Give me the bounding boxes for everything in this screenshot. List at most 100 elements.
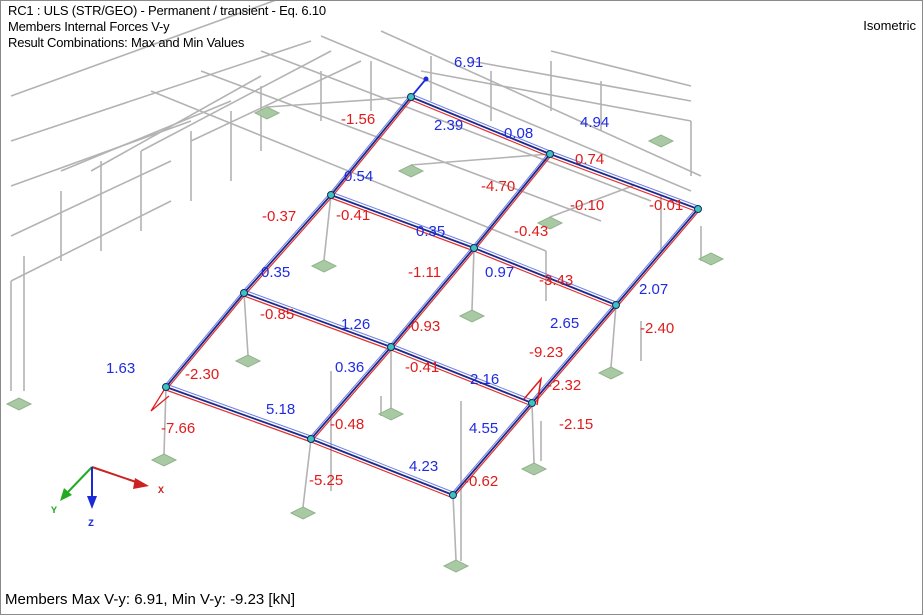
view-mode-label: Isometric	[863, 18, 916, 33]
force-value-label: 4.94	[580, 114, 609, 131]
x-axis-label: X	[158, 486, 164, 497]
force-value-label: -0.48	[330, 416, 364, 433]
support-pad	[397, 164, 425, 178]
ghost-member	[90, 75, 262, 172]
result-diagram-min	[410, 99, 551, 158]
ghost-member	[10, 160, 172, 237]
force-value-label: -4.70	[481, 178, 515, 195]
result-diagram-min	[310, 349, 392, 443]
supports-group	[5, 106, 725, 573]
ghost-member	[60, 100, 232, 172]
result-diagram-max	[165, 289, 245, 385]
support-pad	[253, 106, 281, 120]
force-value-label: 5.18	[266, 401, 295, 418]
support-pad	[310, 259, 338, 273]
result-diagram-min	[452, 405, 533, 499]
result-diagram-max	[310, 343, 392, 437]
node-marker	[307, 435, 315, 443]
force-value-label: -0.01	[649, 197, 683, 214]
force-value-label: -0.41	[405, 359, 439, 376]
result-diagram-min	[390, 250, 475, 351]
force-value-label: 2.16	[470, 371, 499, 388]
force-value-label: 4.55	[469, 420, 498, 437]
result-combination-title: Result Combinations: Max and Min Values	[8, 35, 245, 50]
ghost-member	[10, 1, 276, 97]
result-diagram-max	[243, 289, 392, 345]
force-value-label: 2.39	[434, 117, 463, 134]
result-diagram-max	[531, 301, 617, 401]
coordinate-axis-triad: X Y Z	[51, 466, 164, 530]
force-value-label: -0.93	[406, 318, 440, 335]
member-beam	[390, 346, 533, 404]
ghost-member	[190, 60, 362, 142]
result-diagram-min	[390, 349, 533, 407]
ghost-member	[200, 70, 602, 222]
ghost-member	[140, 50, 332, 152]
force-value-label: -2.40	[640, 320, 674, 337]
column	[452, 494, 457, 561]
force-value-label: 1.63	[106, 360, 135, 377]
column	[410, 153, 551, 166]
member-beam	[310, 346, 392, 440]
support-pad	[520, 462, 548, 476]
x-axis-arrow	[133, 478, 149, 489]
node-marker	[470, 244, 478, 252]
force-value-label: 2.07	[639, 281, 668, 298]
node-marker	[449, 491, 457, 499]
force-value-label: 6.91	[454, 54, 483, 71]
force-value-label: 0.35	[416, 223, 445, 240]
result-diagram-min	[549, 156, 699, 213]
force-value-label: -0.43	[514, 223, 548, 240]
force-value-label: -3.43	[539, 272, 573, 289]
support-pad	[234, 354, 262, 368]
force-value-label: -2.32	[547, 377, 581, 394]
ghost-member	[380, 30, 702, 177]
y-axis-line	[66, 466, 93, 494]
member-beam	[243, 292, 392, 348]
result-diagram-max	[473, 150, 551, 246]
member-beam	[390, 247, 475, 348]
result-diagram-min	[473, 156, 551, 252]
force-value-label: -0.37	[262, 208, 296, 225]
result-diagram-max	[310, 435, 454, 493]
support-pad	[377, 407, 405, 421]
result-diagram-min	[330, 99, 412, 199]
support-pad	[597, 366, 625, 380]
result-diagram-max	[390, 244, 475, 345]
result-diagram-max	[165, 383, 312, 437]
node-marker	[612, 301, 620, 309]
y-axis-arrow	[60, 488, 72, 501]
result-diagram-max	[549, 150, 699, 207]
column	[549, 184, 636, 218]
min-max-summary: Members Max V-y: 6.91, Min V-y: -9.23 [k…	[5, 591, 296, 608]
member-beam	[452, 402, 533, 496]
result-diagram-max	[410, 93, 551, 152]
ghost-member	[10, 40, 312, 142]
column	[471, 247, 475, 311]
node-marker	[387, 343, 395, 351]
node-marker	[162, 383, 170, 391]
result-diagram-max	[330, 93, 412, 193]
member-beam	[330, 194, 475, 249]
node-marker	[694, 205, 702, 213]
column	[302, 438, 312, 508]
result-diagram-max	[615, 205, 699, 303]
result-diagram-max	[473, 244, 617, 303]
force-value-label: 0.36	[335, 359, 364, 376]
nodes-group	[162, 93, 702, 499]
ghost-member	[320, 35, 692, 192]
x-axis-line	[91, 466, 140, 484]
member-beam	[615, 208, 699, 306]
force-value-label: 1.26	[341, 316, 370, 333]
column	[531, 402, 535, 464]
members-group	[150, 76, 699, 499]
result-type-title: Members Internal Forces V-y	[8, 19, 170, 34]
force-value-label: -0.08	[499, 125, 533, 142]
ghost-member	[420, 70, 692, 122]
z-axis-label: Z	[88, 519, 94, 530]
result-diagram-min	[243, 295, 392, 351]
member-beam	[473, 247, 617, 306]
result-diagram-max	[390, 343, 533, 401]
